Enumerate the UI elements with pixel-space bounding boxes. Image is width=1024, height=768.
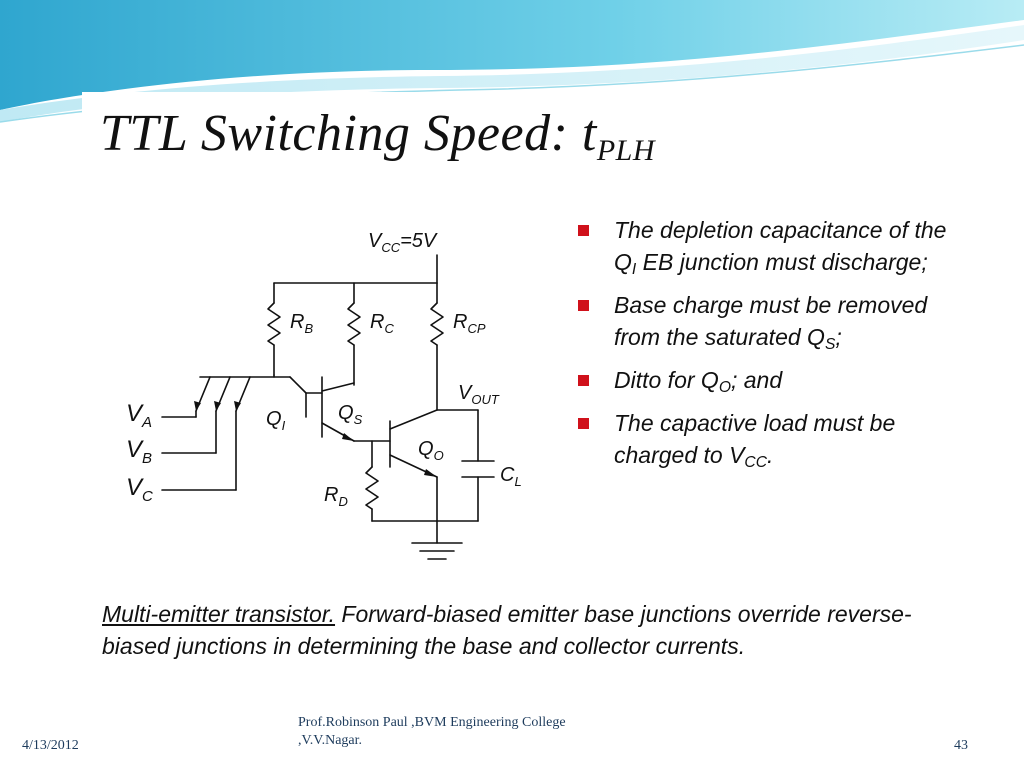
bullet-square-icon	[578, 417, 589, 429]
label-rb: RB	[290, 311, 313, 336]
label-rcp: RCP	[453, 311, 486, 336]
content-panel	[82, 92, 970, 698]
footer-author: Prof.Robinson Paul ,BVM Engineering Coll…	[298, 715, 566, 748]
bullet-square-icon	[578, 299, 589, 311]
title-subscript: PLH	[596, 134, 656, 167]
label-qs: QS	[338, 402, 363, 427]
bullet-square-icon	[578, 374, 589, 386]
label-cl: CL	[500, 464, 522, 489]
label-rc: RC	[370, 311, 394, 336]
ttl-circuit-diagram: VCC=5V RB RC RCP VOUT QI QS QO RD CL VA …	[126, 230, 522, 560]
label-vout: VOUT	[458, 382, 500, 407]
label-rd: RD	[324, 484, 348, 509]
label-qo: QO	[418, 438, 444, 463]
caption-underlined: Multi-emitter transistor.	[102, 601, 336, 627]
label-va: VA	[126, 400, 152, 431]
label-vb: VB	[126, 436, 152, 467]
label-vc: VC	[126, 474, 153, 505]
caption-rest: Forward-biased emitter base junctions ov…	[102, 601, 912, 659]
bullet-list: The depletion capacitance of the QI EB j…	[576, 214, 956, 482]
slide-title: TTL Switching Speed: tPLH	[100, 105, 656, 167]
bullet-item: The capactive load must be charged to VC…	[576, 407, 956, 479]
bullet-item: Base charge must be removed from the sat…	[576, 289, 956, 361]
bullet-item: The depletion capacitance of the QI EB j…	[576, 214, 956, 286]
bullet-square-icon	[578, 225, 589, 236]
label-qi: QI	[266, 408, 286, 433]
caption-text: Multi-emitter transistor. Forward-biased…	[102, 598, 942, 662]
footer-date: 4/13/2012	[22, 738, 79, 753]
bullet-item: Ditto for QO; and	[576, 364, 956, 404]
label-vcc: VCC=5V	[368, 230, 438, 255]
footer-page-number: 43	[954, 738, 968, 753]
